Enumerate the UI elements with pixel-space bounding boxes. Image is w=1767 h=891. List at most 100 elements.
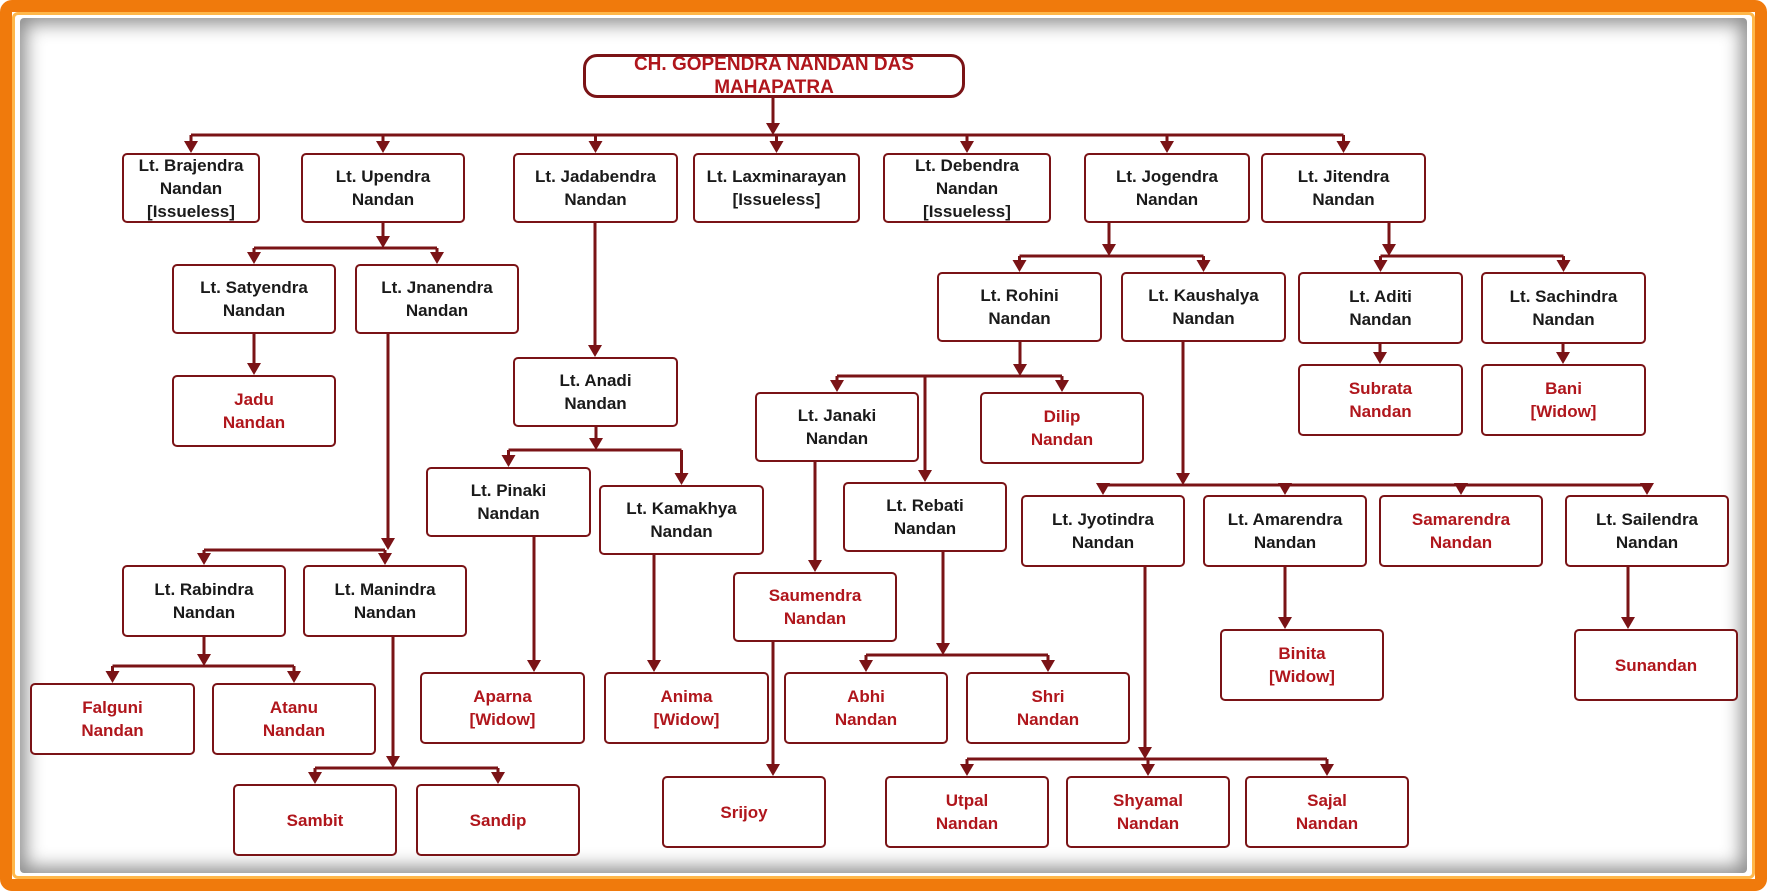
- arrowhead-trunk-manindra: [386, 756, 400, 768]
- arrowhead-rebati: [918, 470, 932, 482]
- arrowhead-sunandan: [1621, 617, 1635, 629]
- arrowhead-brajendra: [184, 141, 198, 153]
- arrowhead-sambit: [308, 772, 322, 784]
- arrowhead-sajal: [1320, 764, 1334, 776]
- node-jadu: Jadu Nandan: [172, 375, 336, 447]
- arrowhead-falguni: [105, 671, 120, 683]
- arrowhead-trunk-jogendra: [1102, 244, 1116, 256]
- node-sajal: Sajal Nandan: [1245, 776, 1409, 848]
- node-sailendra: Lt. Sailendra Nandan: [1565, 495, 1729, 567]
- arrowhead-trunk-rabindra: [197, 654, 211, 666]
- arrowhead-subrata: [1373, 352, 1387, 364]
- node-binita: Binita [Widow]: [1220, 629, 1384, 701]
- node-amarendra: Lt. Amarendra Nandan: [1203, 495, 1367, 567]
- node-aditi: Lt. Aditi Nandan: [1298, 272, 1463, 344]
- arrowhead-saumendra: [808, 560, 822, 572]
- arrowhead-aditi: [1373, 260, 1388, 272]
- node-jyotindra: Lt. Jyotindra Nandan: [1021, 495, 1185, 567]
- node-subrata: Subrata Nandan: [1298, 364, 1463, 436]
- arrowhead-jitendra: [1336, 141, 1351, 153]
- node-pinaki: Lt. Pinaki Nandan: [426, 467, 591, 537]
- node-samarendra: Samarendra Nandan: [1379, 495, 1543, 567]
- node-falguni: Falguni Nandan: [30, 683, 195, 755]
- node-atanu: Atanu Nandan: [212, 683, 376, 755]
- arrowhead-jadu: [247, 363, 261, 375]
- node-manindra: Lt. Manindra Nandan: [303, 565, 467, 637]
- node-kaushalya: Lt. Kaushalya Nandan: [1121, 272, 1286, 342]
- node-anima: Anima [Widow]: [604, 672, 769, 744]
- node-srijoy: Srijoy: [662, 776, 826, 848]
- node-jogendra: Lt. Jogendra Nandan: [1084, 153, 1250, 223]
- node-shri: Shri Nandan: [966, 672, 1130, 744]
- arrowhead-trunk-jyotindra: [1138, 747, 1152, 759]
- node-upendra: Lt. Upendra Nandan: [301, 153, 465, 223]
- arrowhead-debendra: [960, 141, 974, 153]
- node-root: CH. GOPENDRA NANDAN DAS MAHAPATRA: [583, 54, 965, 98]
- node-rabindra: Lt. Rabindra Nandan: [122, 565, 286, 637]
- arrowhead-jyotindra: [1096, 483, 1110, 495]
- arrowhead-jogendra: [1160, 141, 1174, 153]
- node-sachindra: Lt. Sachindra Nandan: [1481, 272, 1646, 344]
- node-jnanendra: Lt. Jnanendra Nandan: [355, 264, 519, 334]
- node-bani: Bani [Widow]: [1481, 364, 1646, 436]
- arrowhead-laxminarayan: [769, 141, 784, 153]
- node-jitendra: Lt. Jitendra Nandan: [1261, 153, 1426, 223]
- arrowhead-trunk-kaushalya: [1176, 473, 1190, 485]
- arrowhead-samarendra: [1454, 483, 1468, 495]
- arrowhead-sandip: [491, 772, 505, 784]
- arrowhead-trunk-anadi: [589, 438, 603, 450]
- node-saumendra: Saumendra Nandan: [733, 572, 897, 642]
- node-rohini: Lt. Rohini Nandan: [937, 272, 1102, 342]
- arrowhead-trunk-jnanendra: [381, 538, 395, 550]
- node-dilip: Dilip Nandan: [980, 392, 1144, 464]
- arrowhead-trunk-jitendra: [1382, 244, 1396, 256]
- arrowhead-rabindra: [197, 553, 211, 565]
- arrowhead-jnanendra: [430, 252, 444, 264]
- arrowhead-trunk-rohini: [1013, 364, 1027, 376]
- node-anadi: Lt. Anadi Nandan: [513, 357, 678, 427]
- arrowhead-binita: [1278, 617, 1292, 629]
- arrowhead-amarendra: [1278, 483, 1292, 495]
- arrowhead-srijoy: [766, 764, 780, 776]
- arrowhead-trunk-rebati: [936, 643, 950, 655]
- arrowhead-janaki: [830, 380, 844, 392]
- arrowhead-rohini: [1012, 260, 1027, 272]
- node-abhi: Abhi Nandan: [784, 672, 948, 744]
- arrowhead-satyendra: [247, 252, 261, 264]
- arrowhead-dilip: [1055, 380, 1069, 392]
- node-sambit: Sambit: [233, 784, 397, 856]
- arrowhead-sachindra: [1556, 260, 1571, 272]
- arrowhead-trunk-root: [766, 123, 780, 135]
- node-rebati: Lt. Rebati Nandan: [843, 482, 1007, 552]
- arrowhead-anadi: [588, 345, 602, 357]
- arrowhead-bani: [1556, 352, 1570, 364]
- node-aparna: Aparna [Widow]: [420, 672, 585, 744]
- arrowhead-shri: [1041, 660, 1055, 672]
- node-jadabendra: Lt. Jadabendra Nandan: [513, 153, 678, 223]
- arrowhead-jadabendra: [588, 141, 603, 153]
- node-sunandan: Sunandan: [1574, 629, 1738, 701]
- node-brajendra: Lt. Brajendra Nandan [Issueless]: [122, 153, 260, 223]
- arrowhead-utpal: [960, 764, 974, 776]
- arrowhead-shyamal: [1141, 764, 1155, 776]
- node-debendra: Lt. Debendra Nandan [Issueless]: [883, 153, 1051, 223]
- arrowhead-abhi: [859, 660, 873, 672]
- node-satyendra: Lt. Satyendra Nandan: [172, 264, 336, 334]
- node-utpal: Utpal Nandan: [885, 776, 1049, 848]
- arrowhead-kamakhya: [674, 473, 689, 485]
- arrowhead-pinaki: [501, 455, 516, 467]
- node-sandip: Sandip: [416, 784, 580, 856]
- arrowhead-upendra: [376, 141, 390, 153]
- node-laxminarayan: Lt. Laxminarayan [Issueless]: [693, 153, 860, 223]
- arrowhead-kaushalya: [1196, 260, 1211, 272]
- arrowhead-aparna: [527, 660, 541, 672]
- arrowhead-anima: [647, 660, 661, 672]
- arrowhead-trunk-upendra: [376, 236, 390, 248]
- arrowhead-sailendra: [1640, 483, 1654, 495]
- node-janaki: Lt. Janaki Nandan: [755, 392, 919, 462]
- arrowhead-atanu: [287, 671, 301, 683]
- node-kamakhya: Lt. Kamakhya Nandan: [599, 485, 764, 555]
- arrowhead-manindra: [378, 553, 392, 565]
- node-shyamal: Shyamal Nandan: [1066, 776, 1230, 848]
